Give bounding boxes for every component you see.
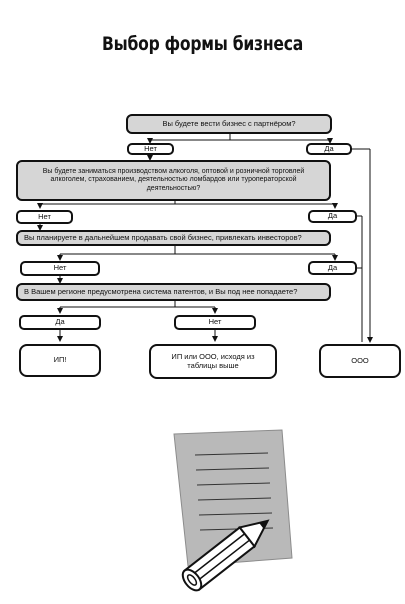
answer-q4-yes: Да: [19, 315, 101, 330]
result-ip: ИП!: [19, 344, 101, 377]
answer-q3-yes: Да: [308, 261, 357, 275]
question-partner: Вы будете вести бизнес с партнёром?: [126, 114, 332, 134]
question-sell-business: Вы планируете в дальнейшем продавать сво…: [16, 230, 331, 246]
answer-q1-yes: Да: [306, 143, 352, 155]
result-ip-or-ooo: ИП или ООО, исходя из таблицы выше: [149, 344, 277, 379]
answer-q2-yes: Да: [308, 210, 357, 223]
answer-q1-no: Нет: [127, 143, 174, 155]
page-title: Выбор формы бизнеса: [102, 33, 303, 55]
answer-q4-no: Нет: [174, 315, 256, 330]
answer-q2-no: Нет: [16, 210, 73, 224]
answer-q3-no: Нет: [20, 261, 100, 276]
question-licensed-activity: Вы будете заниматься производством алког…: [16, 160, 331, 201]
paper-and-pencil-icon: [173, 429, 293, 592]
question-patent-system: В Вашем регионе предусмотрена система па…: [16, 283, 331, 301]
result-ooo: ООО: [319, 344, 401, 378]
